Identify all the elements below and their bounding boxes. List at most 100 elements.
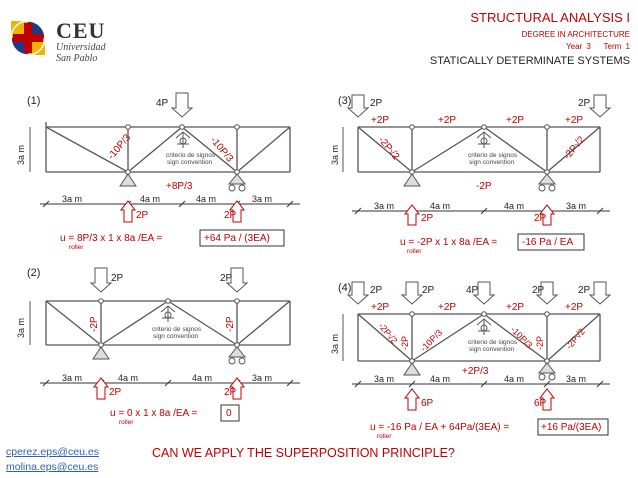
criterio-label: criterio de signos bbox=[468, 339, 518, 346]
p1-react-l: 2P bbox=[136, 210, 149, 221]
p3-dim-a: 3a m bbox=[374, 201, 394, 211]
p4-height: 3a m bbox=[330, 334, 340, 354]
reaction-arrow-icon bbox=[228, 377, 246, 400]
p3-react-l: 2P bbox=[421, 213, 434, 224]
roller-support-icon bbox=[227, 173, 247, 185]
panel-3-id: (3) bbox=[338, 95, 351, 107]
sign-convention-icon bbox=[160, 305, 176, 322]
roller-label: roller bbox=[119, 419, 134, 426]
load-arrow-icon bbox=[170, 92, 194, 118]
p2-load-l: 2P bbox=[111, 273, 124, 284]
convention-label: sign convention bbox=[469, 346, 515, 353]
p1-dim-c: 4a m bbox=[196, 194, 216, 204]
p3-diag-l: -2P√2 bbox=[376, 134, 403, 162]
load-arrow-icon bbox=[535, 281, 559, 305]
panel-1-load: 4P bbox=[156, 98, 169, 109]
p1-height: 3a m bbox=[16, 145, 26, 165]
pin-support-icon bbox=[119, 173, 137, 187]
panel-4: (4) 2P 2P 4P 2P 2P +2P +2P bbox=[330, 281, 612, 440]
p2-formula: u = 0 x 1 x 8a /EA = bbox=[110, 408, 197, 419]
p4-dim-d: 3a m bbox=[566, 374, 586, 384]
p3-react-r: 2P bbox=[534, 213, 547, 224]
p4-dim-a: 3a m bbox=[374, 374, 394, 384]
panel-2-id: (2) bbox=[27, 267, 40, 279]
panel-1-id: (1) bbox=[27, 95, 40, 107]
p2-dim-c: 4a m bbox=[192, 373, 212, 383]
p2-result: 0 bbox=[226, 408, 232, 419]
p3-dim-b: 4a m bbox=[430, 201, 450, 211]
term-label: Term 1 bbox=[603, 42, 630, 51]
panel-4-id: (4) bbox=[338, 282, 351, 294]
p3-bottom: -2P bbox=[476, 181, 492, 192]
p3-result: -16 Pa / EA bbox=[522, 237, 573, 248]
university-name: CEU Universidad San Pablo bbox=[56, 18, 106, 65]
p3-dim-c: 4a m bbox=[504, 201, 524, 211]
reaction-arrow-icon bbox=[119, 200, 137, 223]
p1-bottom-force: +8P/3 bbox=[166, 181, 193, 192]
p3-load-l: 2P bbox=[370, 98, 383, 109]
load-arrow-icon bbox=[225, 267, 249, 293]
p4-load-l: 2P bbox=[370, 285, 383, 296]
ceu-logo bbox=[8, 18, 48, 58]
p3-formula: u = -2P x 1 x 8a /EA = bbox=[400, 237, 497, 248]
p4-vert-l: -2P bbox=[400, 336, 410, 350]
logo-line1: Universidad bbox=[56, 42, 106, 53]
criterio-label: criterio de signos bbox=[166, 152, 216, 159]
p2-react-r: 2P bbox=[224, 387, 237, 398]
convention-label: sign convention bbox=[167, 159, 213, 166]
p4-top-2: +2P bbox=[438, 302, 456, 313]
load-arrow-icon bbox=[346, 94, 370, 118]
convention-label: sign convention bbox=[153, 333, 199, 340]
p3-height: 3a m bbox=[330, 145, 340, 165]
logo-name: CEU bbox=[56, 18, 106, 43]
email-link-1[interactable]: cperez.eps@ceu.es bbox=[6, 446, 99, 458]
section-title: STATICALLY DETERMINATE SYSTEMS bbox=[429, 55, 630, 67]
load-arrow-icon bbox=[346, 281, 370, 305]
p2-react-l: 2P bbox=[109, 387, 122, 398]
p4-top-1: +2P bbox=[371, 302, 389, 313]
p1-diag-left: -10P/3 bbox=[106, 132, 134, 162]
reaction-arrow-icon bbox=[538, 204, 556, 226]
roller-support-icon bbox=[537, 362, 557, 374]
p2-height: 3a m bbox=[16, 318, 26, 338]
logo-line2: San Pablo bbox=[56, 53, 98, 64]
email-link-2[interactable]: molina.eps@ceu.es bbox=[6, 461, 99, 473]
p4-load-mr: 2P bbox=[532, 285, 545, 296]
p1-dim-d: 3a m bbox=[252, 194, 272, 204]
p4-dim-c: 4a m bbox=[504, 374, 524, 384]
p2-vert-l: -2P bbox=[89, 316, 100, 332]
p1-formula: u = 8P/3 x 1 x 8a /EA = bbox=[60, 233, 162, 244]
roller-label: roller bbox=[407, 248, 422, 255]
p3-top-3: +2P bbox=[506, 115, 524, 126]
p2-dim-b: 4a m bbox=[118, 373, 138, 383]
load-arrow-icon bbox=[588, 281, 612, 305]
p1-dim-a: 3a m bbox=[62, 194, 82, 204]
criterio-label: criterio de signos bbox=[152, 326, 202, 333]
p4-react-r: 6P bbox=[534, 398, 547, 409]
year-term: Year 3 Term 1 bbox=[566, 42, 630, 51]
sign-convention-icon bbox=[175, 131, 191, 148]
p4-load-r: 2P bbox=[578, 285, 591, 296]
p2-dim-d: 3a m bbox=[252, 373, 272, 383]
reaction-arrow-icon bbox=[403, 204, 421, 226]
reaction-arrow-icon bbox=[228, 200, 246, 223]
roller-label: roller bbox=[377, 433, 392, 440]
pin-support-icon bbox=[403, 173, 421, 187]
superposition-question: CAN WE APPLY THE SUPERPOSITION PRINCIPLE… bbox=[152, 446, 455, 460]
pin-support-icon bbox=[92, 346, 110, 360]
p4-load-ml: 2P bbox=[422, 285, 435, 296]
panel-2: (2) 2P 2P criterio de signos sign conv bbox=[16, 267, 300, 426]
p4-top-4: +2P bbox=[565, 302, 583, 313]
p3-top-1: +2P bbox=[371, 115, 389, 126]
panel-3: (3) 2P 2P +2P +2P +2P +2P bbox=[330, 94, 612, 255]
p2-dim-a: 3a m bbox=[62, 373, 82, 383]
p1-result: +64 Pa / (3EA) bbox=[204, 233, 270, 244]
p4-diag-ml: -10P/3 bbox=[418, 328, 444, 354]
sign-convention-icon bbox=[476, 318, 492, 335]
panel-1: (1) 4P criterio d bbox=[16, 92, 300, 251]
p4-load-m: 4P bbox=[466, 285, 479, 296]
p4-diag-r: -2P√2 bbox=[564, 327, 587, 352]
p2-load-r: 2P bbox=[220, 273, 233, 284]
degree-label: DEGREE IN ARCHITECTURE bbox=[521, 30, 630, 39]
